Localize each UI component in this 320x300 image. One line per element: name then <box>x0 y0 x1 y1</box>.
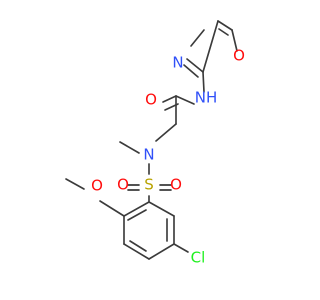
methoxy-oxygen-label: O <box>91 177 103 195</box>
benzene-bond-c1-c2 <box>123 201 150 217</box>
left-sulfonyl-oxygen-label: O <box>117 176 129 194</box>
isoxazole-bond-n-o <box>190 29 205 47</box>
isoxazole-bond-c4-c3 <box>202 20 219 73</box>
isoxazole-oxygen-label: O <box>233 47 245 65</box>
isoxazole-bond-c5-c4 <box>217 20 233 31</box>
benzene-bond-c3-c4 <box>123 243 150 260</box>
bond-layer <box>65 20 238 260</box>
benzene-bond-c4-c5 <box>148 243 175 260</box>
bond-sulfonamide-n-to-methyl <box>119 141 140 154</box>
bond-aryl-carbon-to-chlorine <box>173 243 189 253</box>
molecule-svg: O N NH O N O S O O Cl <box>65 20 245 267</box>
carbonyl-oxygen-label: O <box>145 91 157 109</box>
atom-label-layer: O N NH O N O S O O Cl <box>91 47 245 267</box>
isoxazole-double-bond-c5-c4 <box>218 28 229 36</box>
sulfur-label: S <box>144 176 154 194</box>
benzene-inner-double-bond-c3-c4 <box>129 240 147 252</box>
bond-aryl-carbon-to-methoxy-o <box>99 200 125 217</box>
benzene-bond-c6-c1 <box>148 201 175 217</box>
benzene-inner-double-bond-c1-c2 <box>127 209 147 221</box>
chlorine-label: Cl <box>191 249 206 267</box>
amide-nh-label: NH <box>195 89 218 107</box>
bond-carbonyl-c-to-o <box>162 95 177 103</box>
isoxazole-nitrogen-label: N <box>172 54 183 72</box>
isoxazole-double-bond-c3-n <box>183 64 199 78</box>
bond-ch2-to-sulfonamide-n <box>155 123 177 142</box>
right-sulfonyl-oxygen-label: O <box>170 176 182 194</box>
chemical-structure-diagram: O N NH O N O S O O Cl <box>65 20 245 267</box>
isoxazole-bond-c3-n <box>186 58 204 73</box>
isoxazole-bond-o-c5 <box>231 29 238 52</box>
bond-nh-to-carbonyl-c <box>175 95 195 105</box>
bond-methoxy-o-to-methyl <box>65 178 85 190</box>
sulfonamide-nitrogen-label: N <box>143 146 154 164</box>
bond-isoxazole-to-nh <box>202 71 205 93</box>
